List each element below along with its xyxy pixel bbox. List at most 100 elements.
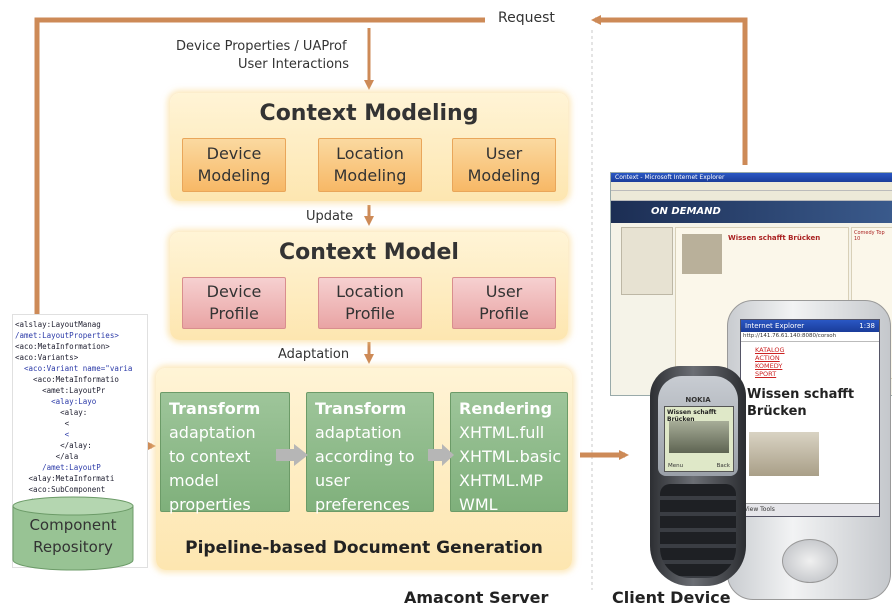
user-modeling-line2: Modeling — [467, 166, 541, 185]
user-profile-line2: Profile — [479, 304, 529, 323]
stage3-line2: XHTML.basic — [459, 447, 562, 466]
device-modeling-line1: Device — [206, 144, 262, 163]
code-line: <aco:Variants> — [15, 353, 79, 362]
pda-dpad — [782, 539, 838, 583]
phone-device: NOKIA Wissen schafft Brücken Menu Back — [650, 366, 746, 586]
stage-rendering: Rendering XHTML.full XHTML.basic XHTML.M… — [450, 392, 568, 514]
pipeline-panel: Transform adaptation to context model pr… — [156, 368, 572, 570]
client-label: Client Device — [612, 588, 731, 607]
code-line: </ala — [15, 452, 79, 461]
browser-heading: Wissen schafft Brücken — [728, 234, 821, 242]
stage3-title: Rendering — [459, 399, 553, 418]
code-line: <alslay:LayoutManag — [15, 320, 101, 329]
phone-screen-title: Wissen schafft Brücken — [667, 409, 717, 423]
phone-keypad — [660, 484, 736, 578]
pda-app-name: Internet Explorer — [745, 322, 805, 330]
phone-brand: NOKIA — [685, 396, 711, 404]
pda-address-bar[interactable]: http://141.76.61.140:8080/corsoh — [741, 332, 879, 342]
stage2-line3: user — [315, 471, 350, 490]
pda-link-4[interactable]: SPORT — [755, 370, 777, 378]
location-profile-line2: Profile — [345, 304, 395, 323]
pda-titlebar: Internet Explorer 1:38 — [741, 320, 879, 332]
code-line: <aco:Variant name="varia — [15, 364, 133, 373]
stage2-line2: according to — [315, 447, 415, 466]
code-line: <alay:MetaInformati — [15, 474, 115, 483]
stage-arrow-2 — [428, 444, 454, 466]
server-label: Amacont Server — [404, 588, 549, 607]
pda-heading-line2: Brücken — [747, 404, 807, 419]
code-line: <alay: — [15, 408, 88, 417]
code-line: <aco:SubComponent — [15, 485, 106, 494]
stage1-line3: model — [169, 471, 219, 490]
location-modeling-line2: Modeling — [333, 166, 407, 185]
pda-device: Internet Explorer 1:38 http://141.76.61.… — [727, 300, 891, 600]
code-line: /amet:LayoutP — [15, 463, 101, 472]
pda-time: 1:38 — [859, 322, 875, 330]
stage3-line4: WML — [459, 495, 498, 514]
stage1-line1: adaptation — [169, 423, 256, 442]
stage-transform-context: Transform adaptation to context model pr… — [160, 392, 290, 514]
device-modeling-box: Device Modeling — [182, 138, 286, 192]
stage2-line4: preferences — [315, 495, 410, 514]
context-model-panel: Context Model Device Profile Location Pr… — [170, 232, 568, 340]
browser-address-bar — [611, 191, 892, 201]
phone-screen-image — [669, 421, 729, 453]
code-line: </alay: — [15, 441, 92, 450]
pda-content-image — [749, 432, 819, 476]
user-modeling-line1: User — [485, 144, 523, 163]
banner-text: ON DEMAND — [651, 206, 721, 217]
browser-side-nav — [621, 227, 673, 295]
location-profile-box: Location Profile — [318, 277, 422, 329]
adaptation-label: Adaptation — [278, 347, 350, 362]
update-label: Update — [306, 209, 354, 224]
code-line: <alay:Layo — [15, 397, 97, 406]
pda-link-3[interactable]: KOMEDY — [755, 362, 783, 370]
browser-title-bar: Context - Microsoft Internet Explorer — [611, 173, 892, 182]
context-model-title: Context Model — [279, 240, 459, 265]
stage2-title: Transform — [315, 399, 407, 418]
phone-soft-right: Back — [716, 463, 730, 469]
request-arrow — [591, 15, 748, 165]
input-label-2: User Interactions — [238, 57, 350, 72]
code-line: < — [15, 419, 70, 428]
request-label: Request — [494, 10, 559, 26]
device-profile-line1: Device — [206, 282, 262, 301]
code-line: <aco:MetaInformation> — [15, 342, 110, 351]
user-modeling-box: User Modeling — [452, 138, 556, 192]
user-profile-line1: User — [485, 282, 523, 301]
phone-soft-left: Menu — [668, 463, 684, 469]
component-repository-label: Component Repository — [12, 514, 134, 558]
repository-line1: Component — [29, 516, 117, 534]
pda-link-2[interactable]: ACTION — [755, 354, 780, 362]
pda-link-1[interactable]: KATALOG — [755, 346, 785, 354]
context-modeling-panel: Context Modeling Device Modeling Locatio… — [170, 93, 568, 201]
device-modeling-line2: Modeling — [197, 166, 271, 185]
code-line: < — [15, 430, 70, 439]
repository-line2: Repository — [33, 538, 113, 556]
stage-transform-user: Transform adaptation according to user p… — [306, 392, 434, 514]
context-modeling-title: Context Modeling — [259, 101, 479, 126]
pda-links: KATALOG ACTION KOMEDY SPORT — [755, 346, 785, 378]
phone-screen: Wissen schafft Brücken Menu Back — [664, 406, 734, 472]
pda-heading: Wissen schafft Brücken — [747, 386, 854, 420]
user-profile-box: User Profile — [452, 277, 556, 329]
pda-screen: Internet Explorer 1:38 http://141.76.61.… — [740, 319, 880, 517]
code-line: <aco:MetaInformatio — [15, 375, 119, 384]
stage-arrow-1 — [276, 444, 308, 466]
location-profile-line1: Location — [336, 282, 404, 301]
code-line: /amet:LayoutProperties> — [15, 331, 119, 340]
stage2-line1: adaptation — [315, 423, 402, 442]
location-modeling-line1: Location — [336, 144, 404, 163]
stage3-line1: XHTML.full — [459, 423, 545, 442]
repository-cylinder-icon — [12, 496, 134, 571]
pda-heading-line1: Wissen schafft — [747, 387, 855, 402]
device-profile-line2: Profile — [209, 304, 259, 323]
stage3-line3: XHTML.MP — [459, 471, 544, 490]
browser-menu-bar — [611, 182, 892, 191]
browser-banner: ON DEMAND — [611, 201, 892, 223]
code-line: <amet:LayoutPr — [15, 386, 106, 395]
device-profile-box: Device Profile — [182, 277, 286, 329]
pda-toolbar: View Tools — [741, 503, 879, 516]
stage1-line2: to context — [169, 447, 251, 466]
side-title: Comedy Top 10 — [854, 230, 885, 242]
